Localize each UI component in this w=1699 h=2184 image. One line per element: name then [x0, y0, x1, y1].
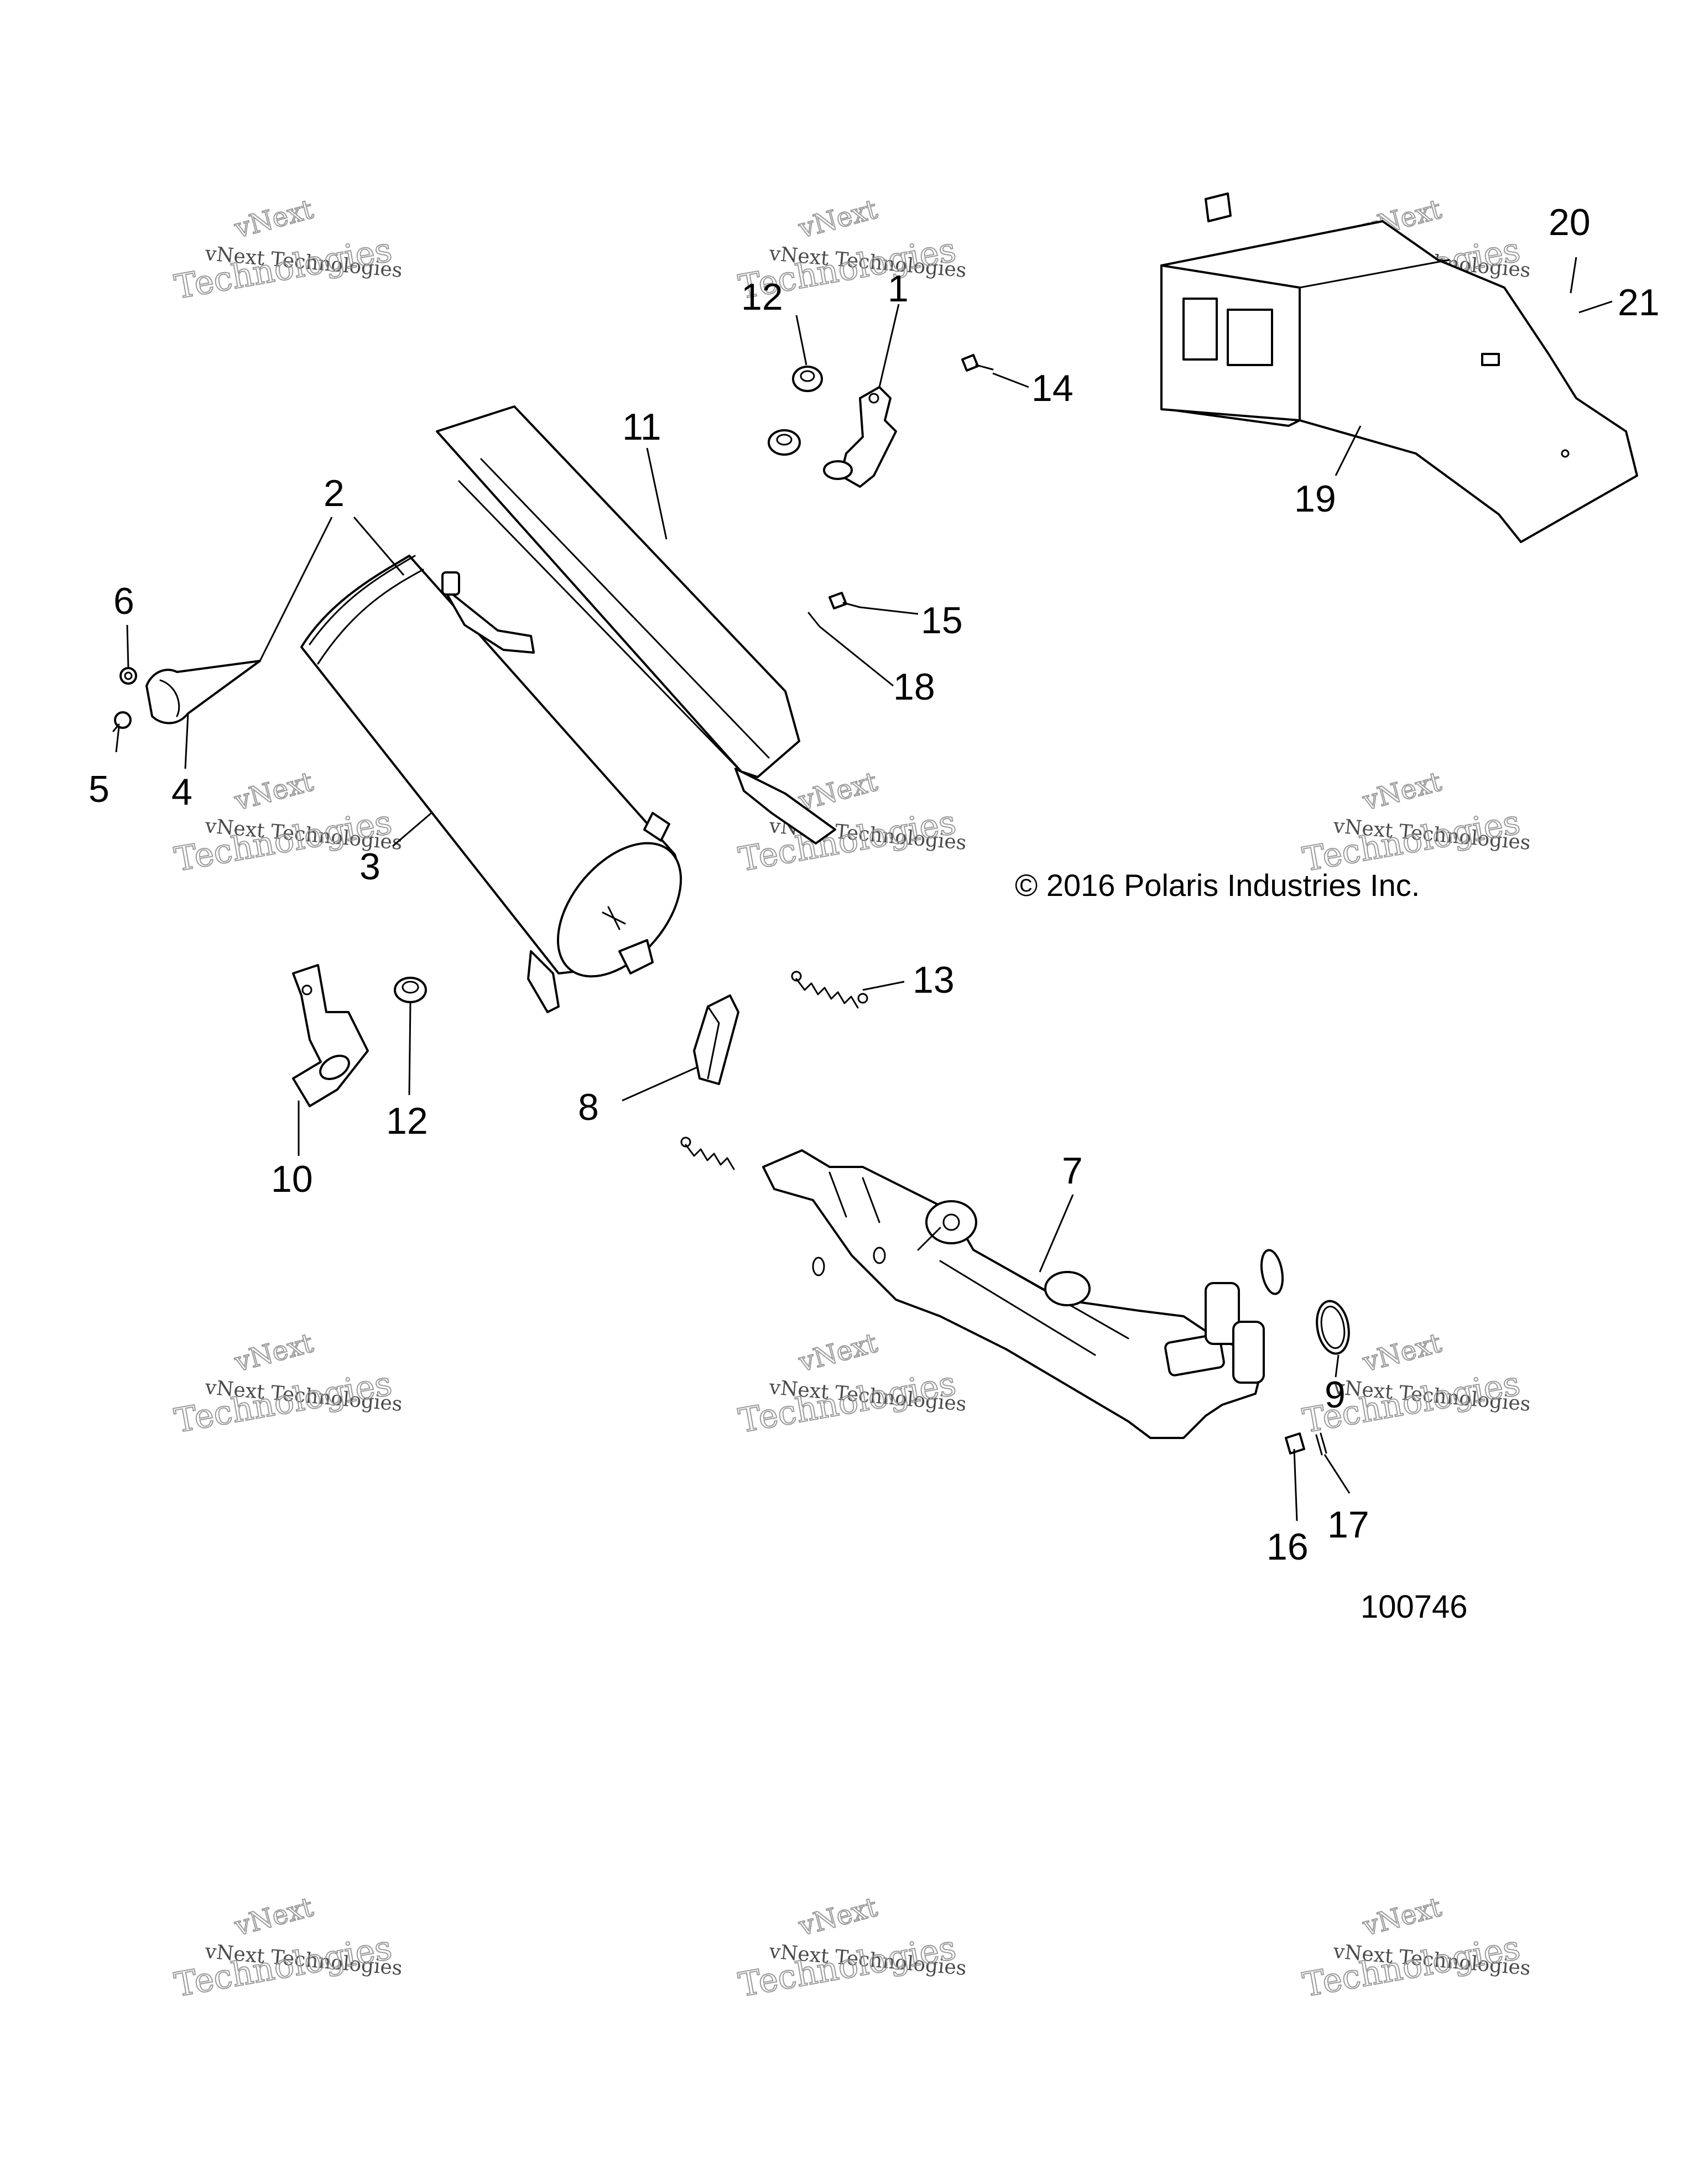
- mounting-bracket-part: [292, 964, 369, 1107]
- callout-7: 7: [1062, 1150, 1083, 1192]
- callout-10: 10: [271, 1158, 313, 1200]
- upper-bracket-part: [768, 366, 897, 488]
- watermark: vNext vNext Technologies Technologies: [1299, 765, 1531, 880]
- leader-2: [353, 517, 405, 576]
- callout-6: 6: [113, 580, 134, 622]
- svg-text:Technologies: Technologies: [171, 1928, 394, 2005]
- spring-part: [680, 1137, 735, 1170]
- callout-20: 20: [1549, 201, 1591, 243]
- grommet-part: [394, 977, 427, 1003]
- leader-15: [859, 606, 919, 615]
- bolt-part: [828, 592, 861, 609]
- leader-7: [1039, 1194, 1074, 1273]
- rubber-block-part: [693, 994, 739, 1085]
- watermark: vNext vNext Technologies Technologies: [735, 1327, 967, 1441]
- header-pipe-part: [762, 1149, 1265, 1439]
- callout-21: 21: [1618, 282, 1660, 324]
- watermark: vNext vNext Technologies Technologies: [1299, 1891, 1531, 2005]
- leader-4: [184, 713, 189, 769]
- watermark: vNext vNext Technologies Technologies: [171, 1327, 403, 1441]
- callout-2: 2: [324, 472, 345, 514]
- callout-labels: 1 2 3 4 5 6 7 8 9 10 11 12 12 13 14 15 1…: [88, 201, 1660, 1568]
- svg-text:vNext: vNext: [231, 766, 316, 817]
- callout-12: 12: [741, 276, 783, 318]
- leader-8: [622, 1066, 697, 1102]
- svg-text:Technologies: Technologies: [171, 231, 394, 307]
- leader-12: [795, 315, 807, 366]
- callout-17: 17: [1327, 1504, 1369, 1546]
- callout-1: 1: [888, 268, 909, 310]
- leader-13: [862, 981, 905, 991]
- watermark: vNext vNext Technologies Technologies: [171, 193, 403, 307]
- callout-18: 18: [893, 666, 935, 708]
- callout-19: 19: [1294, 478, 1336, 520]
- rear-heat-shield-part: [1160, 192, 1638, 543]
- callout-14: 14: [1031, 367, 1073, 409]
- callout-9: 9: [1325, 1374, 1346, 1416]
- leader-11: [646, 447, 668, 540]
- leader-20: [1570, 257, 1577, 294]
- leader-19: [1335, 425, 1362, 476]
- callout-15: 15: [921, 600, 963, 642]
- heat-shield-part: [436, 405, 836, 845]
- callout-16: 16: [1267, 1526, 1309, 1568]
- leader-2: [259, 517, 333, 661]
- callout-4: 4: [171, 771, 192, 813]
- lock-washer-part: [1315, 1432, 1327, 1456]
- bolt-part: [961, 354, 994, 372]
- svg-text:Technologies: Technologies: [1300, 1928, 1523, 2005]
- leader-6: [126, 624, 129, 669]
- leader-9: [1335, 1354, 1340, 1378]
- callout-12: 12: [386, 1100, 428, 1142]
- leader-12: [408, 1002, 411, 1096]
- spring-part: [791, 971, 868, 1009]
- muffler-part: [300, 555, 682, 1013]
- leader-3: [392, 812, 432, 847]
- watermark: vNext vNext Technologies Technologies: [735, 765, 967, 880]
- svg-text:Technologies: Technologies: [736, 803, 958, 879]
- washer-part: [807, 612, 821, 628]
- copyright-notice: © 2016 Polaris Industries Inc.: [1015, 868, 1420, 903]
- diagram-reference-number: 100746: [1361, 1589, 1468, 1625]
- callout-13: 13: [913, 959, 955, 1001]
- bolt-part: [112, 711, 132, 732]
- svg-text:vNext: vNext: [1359, 1891, 1445, 1942]
- svg-text:vNext: vNext: [231, 1891, 316, 1942]
- callout-3: 3: [359, 846, 381, 888]
- svg-text:vNext: vNext: [1359, 1327, 1445, 1378]
- leader-16: [1293, 1448, 1298, 1521]
- svg-text:vNext: vNext: [795, 1327, 880, 1378]
- nut-part: [119, 667, 137, 685]
- svg-text:vNext: vNext: [795, 1891, 880, 1942]
- svg-text:Technologies: Technologies: [736, 1364, 958, 1441]
- nut-part: [1285, 1432, 1305, 1455]
- callout-8: 8: [578, 1086, 599, 1128]
- svg-text:vNext: vNext: [231, 1327, 316, 1378]
- svg-text:Technologies: Technologies: [171, 1364, 394, 1441]
- leader-17: [1323, 1454, 1351, 1494]
- leader-5: [115, 727, 120, 753]
- leader-lines: [115, 257, 1613, 1521]
- callout-5: 5: [88, 768, 110, 810]
- svg-text:vNext: vNext: [231, 194, 316, 244]
- end-cap-part: [145, 660, 261, 724]
- leader-1: [878, 304, 900, 388]
- svg-text:vNext: vNext: [1359, 766, 1445, 817]
- leader-18: [819, 626, 894, 687]
- gasket-part: [1260, 1249, 1350, 1355]
- watermark: vNext vNext Technologies Technologies: [735, 1891, 967, 2005]
- leader-14: [992, 372, 1029, 388]
- svg-text:Technologies: Technologies: [736, 1928, 958, 2005]
- leader-21: [1578, 300, 1613, 314]
- watermark: vNext vNext Technologies Technologies: [171, 1891, 403, 2005]
- svg-text:vNext: vNext: [795, 194, 880, 244]
- callout-11: 11: [622, 406, 661, 448]
